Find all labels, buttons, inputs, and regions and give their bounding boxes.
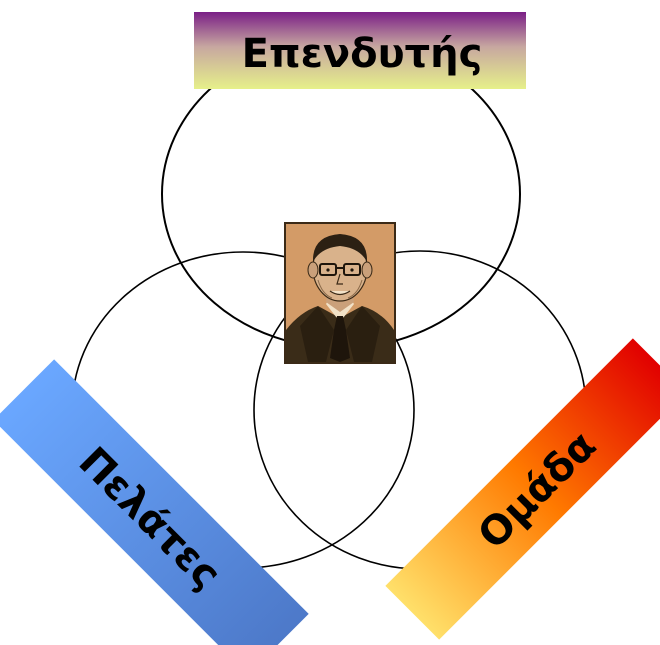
right-label-box: Ομάδα: [385, 338, 660, 640]
top-label-text: Επενδυτής: [242, 31, 483, 77]
top-label-box: Επενδυτής: [194, 12, 526, 89]
man-portrait-icon: [284, 222, 396, 364]
left-label-box: Πελάτες: [0, 359, 309, 645]
